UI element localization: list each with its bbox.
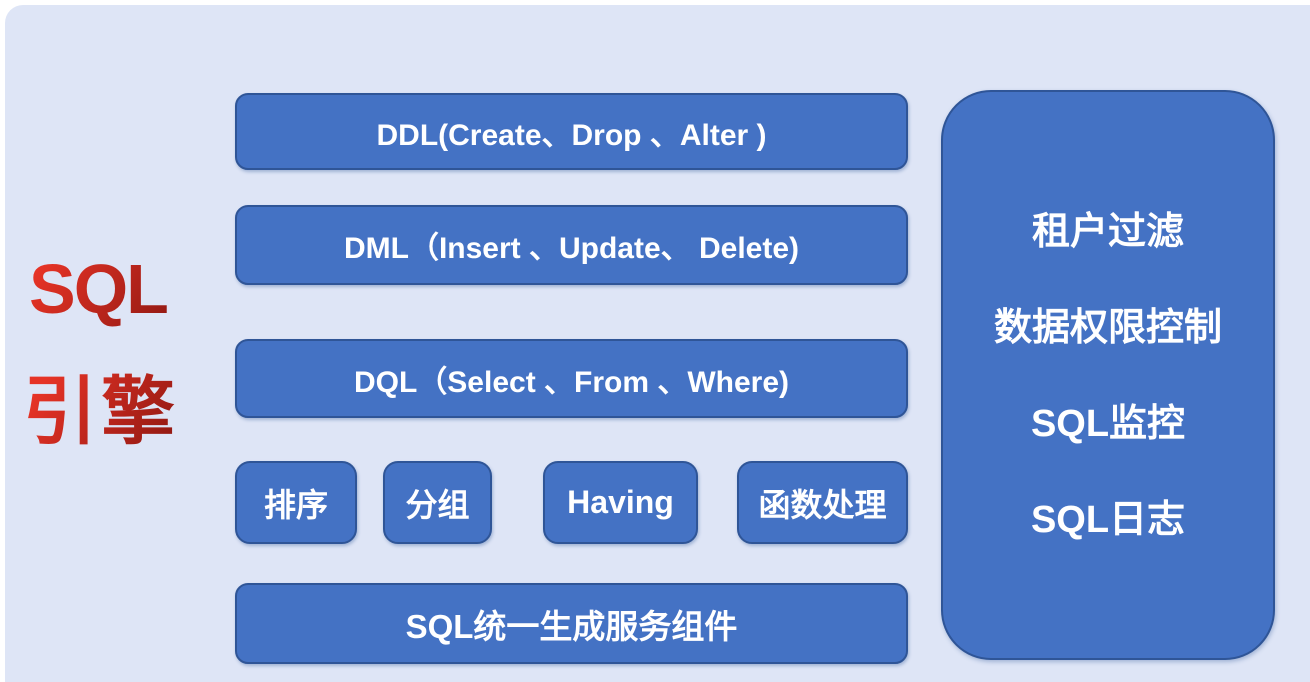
box-ddl: DDL(Create、Drop 、Alter ) [235, 93, 908, 170]
box-sql-generation-service: SQL统一生成服务组件 [235, 583, 908, 664]
box-group-label: 分组 [405, 486, 470, 523]
box-group: 分组 [383, 461, 492, 544]
title-engine: 引擎 [23, 372, 233, 451]
side-item-sql-monitoring: SQL监控 [1030, 403, 1186, 445]
box-function-processing: 函数处理 [737, 461, 908, 544]
diagram-canvas: SQL 引擎 DDL(Create、Drop 、Alter ) DML（Inse… [5, 5, 1310, 682]
side-item-data-permission-control: 数据权限控制 [993, 307, 1222, 349]
box-function-processing-label: 函数处理 [758, 486, 887, 523]
side-item-tenant-filter: 租户过滤 [1031, 211, 1184, 253]
box-sort-label: 排序 [263, 486, 328, 523]
box-dml-label: DML（Insert 、Update、 Delete) [343, 232, 800, 265]
box-dql-label: DQL（Select 、From 、Where) [353, 365, 790, 399]
title-sql: SQL [23, 252, 233, 327]
box-dql: DQL（Select 、From 、Where) [235, 339, 908, 418]
box-ddl-label: DDL(Create、Drop 、Alter ) [376, 118, 767, 152]
box-sort: 排序 [235, 461, 357, 544]
side-item-sql-log: SQL日志 [1030, 499, 1186, 541]
diagram-title: SQL 引擎 [23, 252, 233, 451]
box-sql-generation-service-label: SQL统一生成服务组件 [405, 607, 738, 645]
box-having: Having [543, 461, 698, 544]
box-dml: DML（Insert 、Update、 Delete) [235, 205, 908, 285]
side-panel: 租户过滤 数据权限控制 SQL监控 SQL日志 [941, 90, 1275, 660]
box-having-label: Having [567, 484, 674, 520]
